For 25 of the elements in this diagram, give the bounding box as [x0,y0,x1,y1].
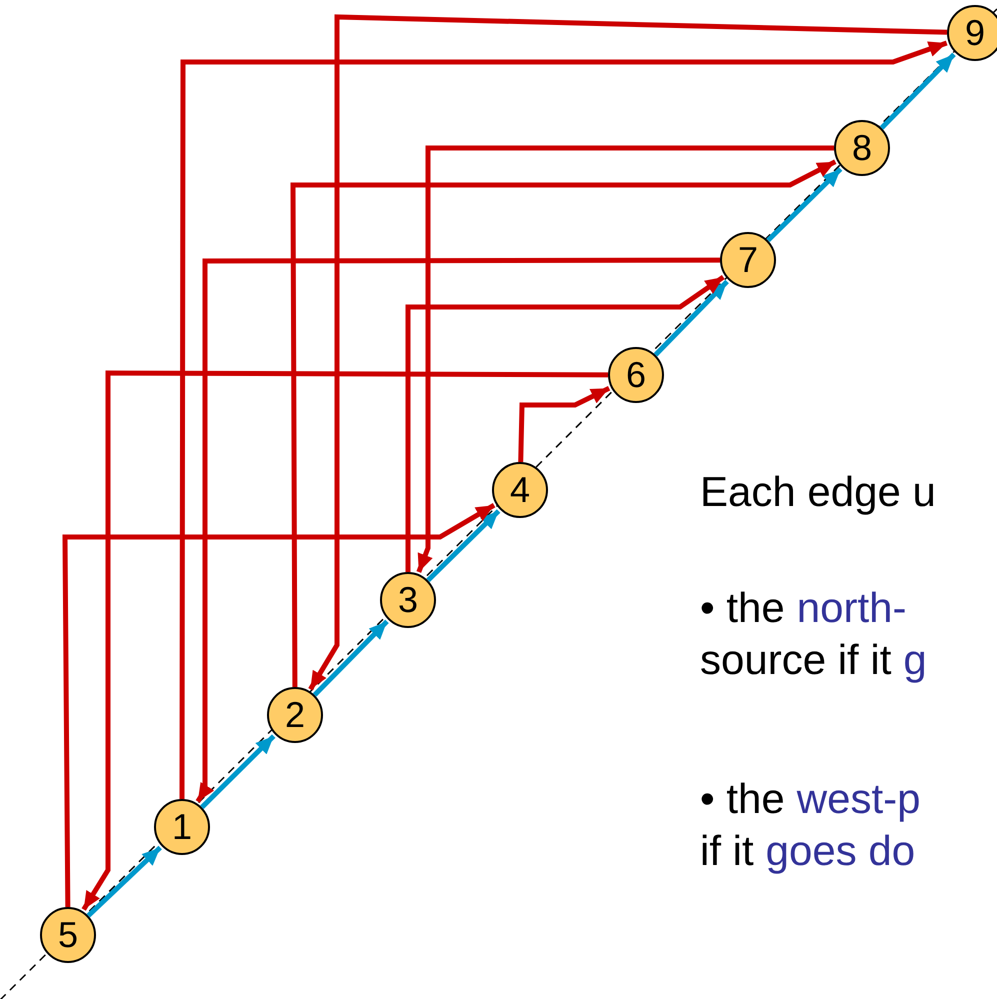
description-text: Each edge u [700,467,936,517]
arrow [308,14,948,691]
arrow [196,258,720,803]
arrow [880,52,956,130]
arrow [62,503,496,908]
arrow [416,146,834,573]
arrow [86,846,162,918]
description-text: if it [700,826,754,876]
description-text: goes do [766,826,916,876]
arrow [406,275,725,572]
arrow [654,280,729,357]
arrow [180,40,948,799]
description-text: north- [796,583,906,633]
arrow [290,159,836,687]
description-text: g [903,635,927,685]
arrow [426,509,500,582]
arrow [312,620,389,697]
description-text: • the [700,774,785,824]
description-text: • the [700,583,785,633]
arrow [82,370,608,911]
arrow [518,386,610,462]
arrow [200,734,276,810]
description-text: west-p [796,774,920,824]
description-text: source if it [700,635,892,685]
arrow [766,167,842,242]
